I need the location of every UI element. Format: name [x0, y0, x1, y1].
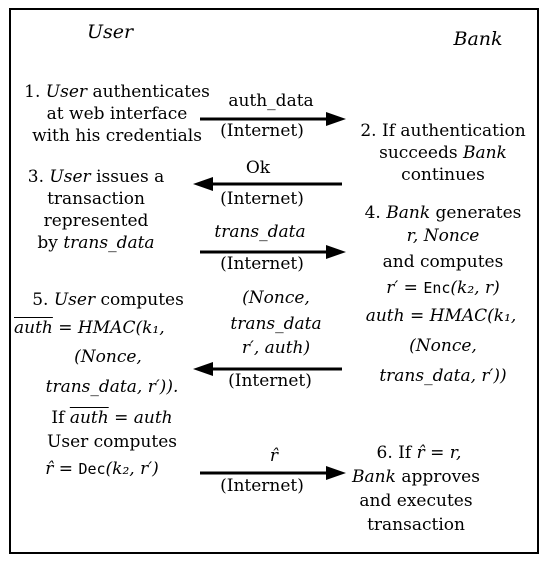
step5-line5: If auth = auth [51, 408, 173, 428]
step2-line3: continues [401, 165, 485, 185]
diagram-frame [9, 8, 539, 554]
step4-line1: 4. Bank generates [364, 203, 522, 223]
bank-column-header: Bank [453, 28, 503, 50]
step6-line1: 6. If r̂ = r, [376, 443, 462, 463]
msg3-channel: (Internet) [220, 254, 304, 274]
msg3-arrow-right [200, 245, 346, 259]
step6-line3: and executes [359, 491, 473, 511]
step4-line5: auth = HMAC(k₁, [365, 306, 517, 326]
step2-line2: succeeds Bank [379, 143, 507, 163]
msg5-channel: (Internet) [220, 476, 304, 496]
user-column-header: User [86, 21, 134, 43]
step3-line1: 3. User issues a [27, 167, 165, 187]
msg4-line2: trans_data [230, 314, 322, 334]
step1-line1: 1. User authenticates [24, 82, 210, 102]
step1-line3: with his credentials [32, 126, 202, 146]
step5-line1: 5. User computes [32, 290, 184, 310]
msg1-channel: (Internet) [220, 121, 304, 141]
step4-line7: trans_data, r′)) [379, 366, 507, 386]
step6-line2: Bank approves [352, 467, 480, 487]
step5-line6: User computes [47, 432, 177, 452]
step5-line4: trans_data, r′)). [45, 377, 179, 397]
msg5-label: r̂ [269, 446, 279, 466]
msg4-line3: r′, auth) [241, 338, 311, 358]
msg5-arrow-right [200, 466, 346, 480]
step2-line1: 2. If authentication [360, 121, 526, 141]
msg4-channel: (Internet) [228, 371, 312, 391]
step3-line2: transaction [47, 189, 145, 209]
msg1-label: auth_data [228, 91, 314, 111]
step6-line4: transaction [367, 515, 465, 535]
msg2-label: Ok [245, 158, 271, 178]
step4-line2: r, Nonce [406, 226, 480, 246]
step5-line3: (Nonce, [74, 347, 142, 367]
msg2-arrow-left [193, 177, 342, 191]
msg4-line1: (Nonce, [242, 288, 310, 308]
step5-line2: auth = HMAC(k₁, [14, 318, 165, 338]
step4-line4: r′ = Enc(k₂, r) [386, 278, 500, 298]
step3-line3: represented [43, 211, 149, 231]
step1-line2: at web interface [46, 104, 188, 124]
step4-line6: (Nonce, [409, 336, 477, 356]
msg4-arrow-left [193, 362, 342, 376]
msg2-channel: (Internet) [220, 189, 304, 209]
msg1-arrow-right [200, 112, 346, 126]
step3-line4: by trans_data [37, 233, 155, 253]
step4-line3: and computes [382, 252, 504, 272]
msg3-label: trans_data [214, 222, 306, 242]
step5-line7: r̂ = Dec(k₂, r′) [45, 459, 159, 479]
